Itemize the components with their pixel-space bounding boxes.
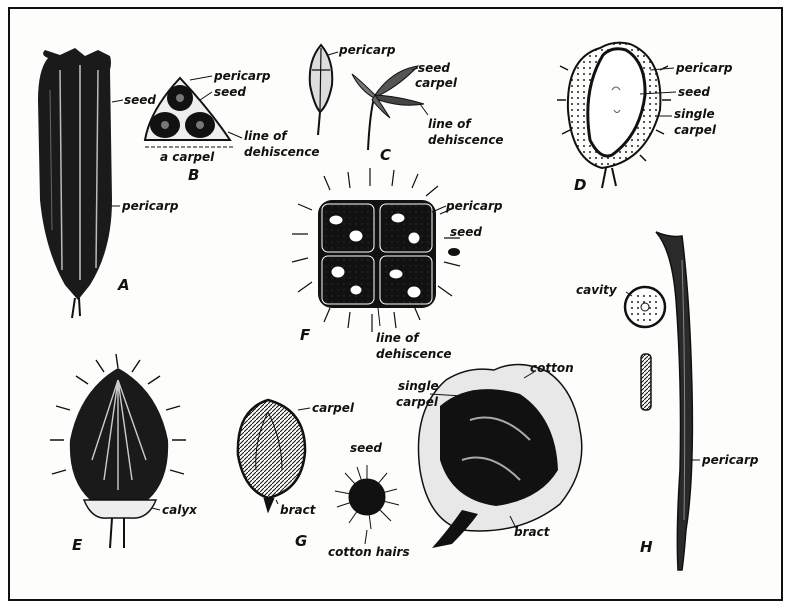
fruit-h-letter: H (640, 538, 653, 556)
fruit-f-dehiscence-label-line2: dehiscence (376, 347, 452, 361)
fruit-h-drawing (625, 232, 700, 570)
fruit-b-letter: B (188, 166, 199, 184)
fruit-d-single-carpel-label-line1: single (674, 107, 715, 121)
fruit-d-letter: D (574, 176, 586, 194)
fruit-f-seed-label: seed (450, 225, 482, 239)
fruit-g-bract-label: bract (280, 503, 317, 517)
fruit-f-pericarp-label: pericarp (445, 199, 503, 213)
fruit-h-cavity-label: cavity (576, 283, 618, 297)
fruit-a-pericarp-label: pericarp (121, 199, 179, 213)
fruit-e-drawing (50, 354, 186, 548)
fruit-a-seed-label: seed (124, 93, 156, 107)
fruit-b-carpel-label: a carpel (160, 150, 215, 164)
fruit-e-letter: E (72, 536, 83, 554)
fruit-c-dehiscence-label-line2: dehiscence (428, 133, 504, 147)
fruit-d-seed-label: seed (678, 85, 710, 99)
fruit-b-dehiscence-label-line1: line of (244, 129, 288, 143)
fruit-g-seed-label: seed (350, 441, 382, 455)
fruit-b-dehiscence-label-line2: dehiscence (244, 145, 320, 159)
fruit-d-single-carpel-label-line2: carpel (674, 123, 717, 137)
fruit-g-carpel-label: carpel (312, 401, 355, 415)
fruit-b-seed-label: seed (214, 85, 246, 99)
fruit-c-carpel-label: carpel (415, 76, 458, 90)
fruit-c-dehiscence-label-line1: line of (428, 117, 472, 131)
fruit-g-letter: G (295, 532, 307, 550)
fruit-d-pericarp-label: pericarp (675, 61, 733, 75)
fruit-f-letter: F (300, 326, 311, 344)
fruit-a-letter: A (117, 276, 130, 294)
fruit-g-cotton-hairs-label: cotton hairs (328, 545, 410, 559)
fruit-f-drawing (292, 168, 460, 332)
fruit-c-drawing (310, 45, 428, 150)
fruit-c-pericarp-label: pericarp (338, 43, 396, 57)
fruit-b-pericarp-label: pericarp (213, 69, 271, 83)
fruit-c-seed-label: seed (418, 61, 450, 75)
fruit-g-cotton-label: cotton (530, 361, 574, 375)
fruit-e-calyx-label: calyx (162, 503, 198, 517)
fruit-g-single-carpel-label-line2: carpel (396, 395, 439, 409)
fruit-g-bract-label-2: bract (514, 525, 551, 539)
fruit-g-single-carpel-label-line1: single (398, 379, 439, 393)
fruit-a-drawing (38, 48, 123, 318)
fruit-h-pericarp-label: pericarp (701, 453, 759, 467)
fruit-d-drawing (557, 43, 676, 188)
fruit-c-letter: C (380, 146, 391, 164)
fruit-f-dehiscence-label-line1: line of (376, 331, 420, 345)
